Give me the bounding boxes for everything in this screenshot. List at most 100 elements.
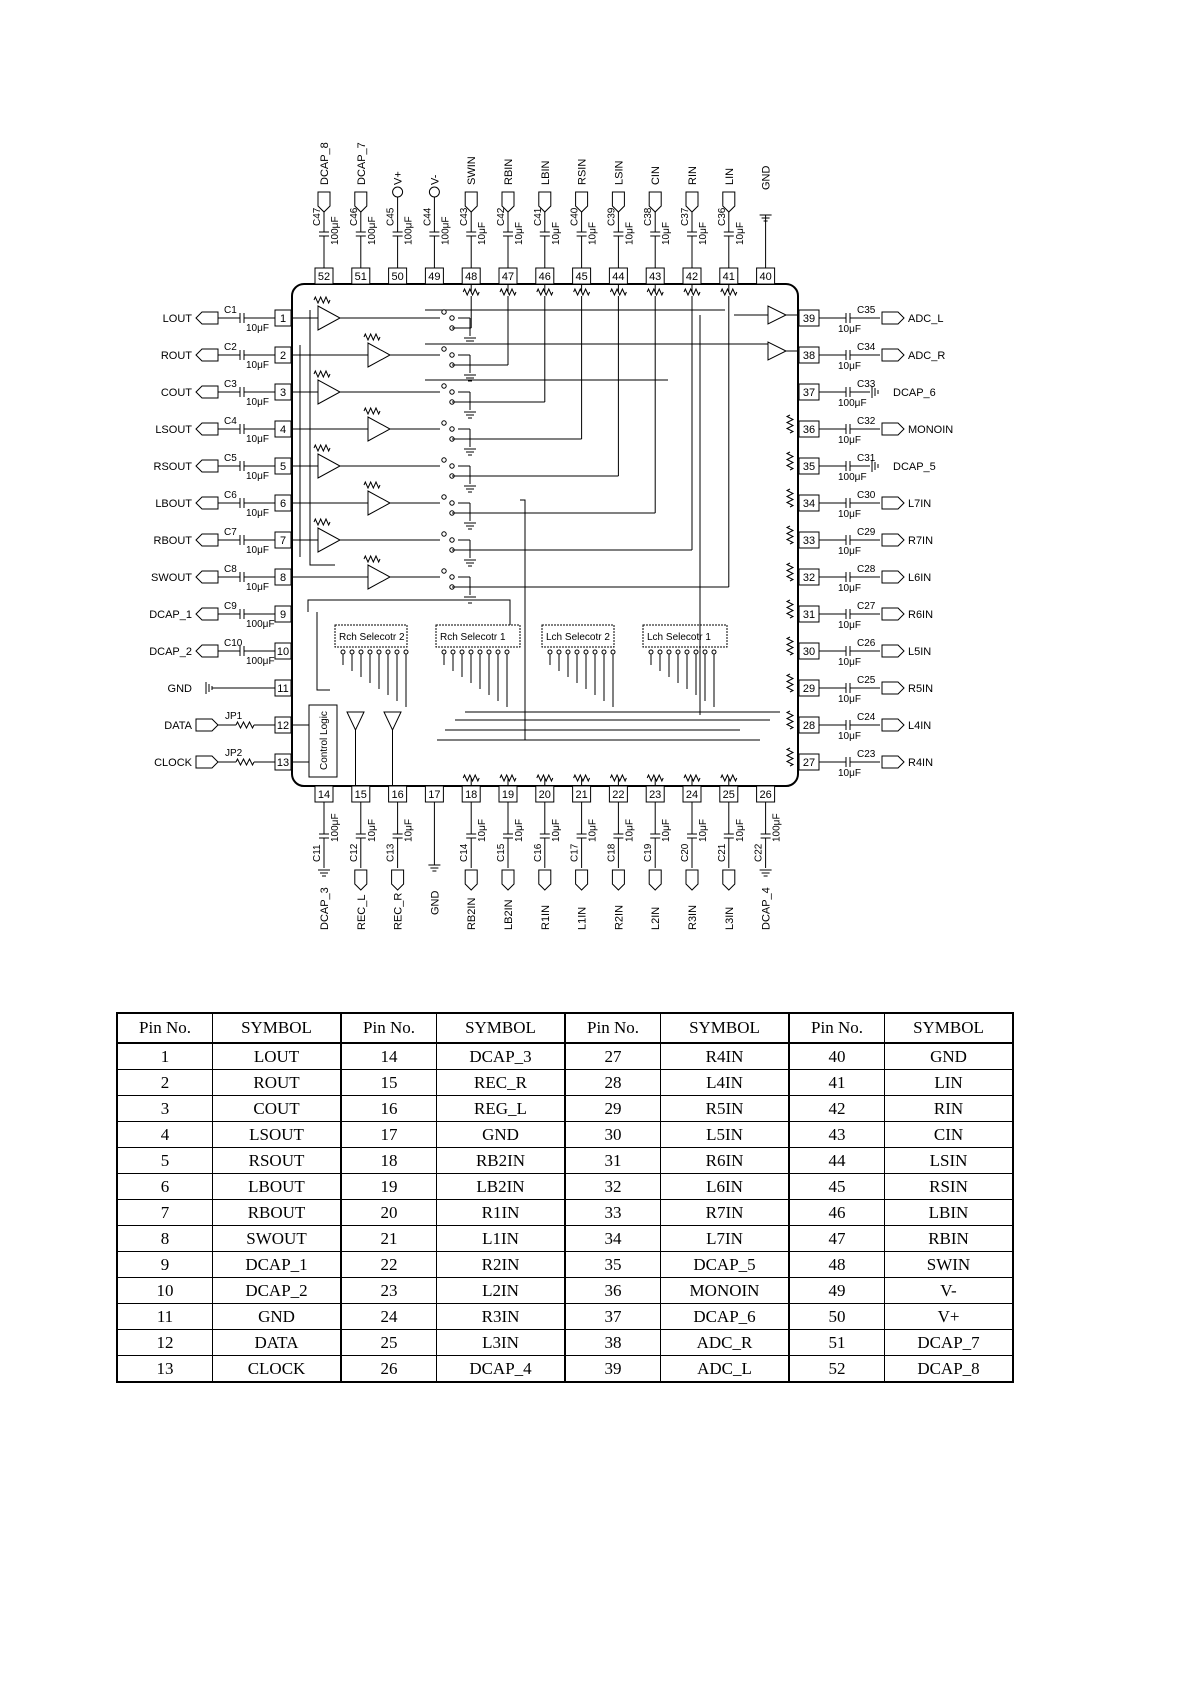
supply-terminal [392, 186, 404, 198]
net-label: DATA [164, 720, 192, 732]
table-cell-pin-no: 19 [340, 1173, 437, 1200]
component-label: C45 [386, 207, 397, 226]
table-cell-symbol: V+ [884, 1303, 1014, 1330]
switch-contact [449, 537, 455, 543]
connector-terminal [195, 533, 219, 547]
switch-contact [449, 352, 455, 358]
table-cell-pin-no: 2 [116, 1069, 213, 1096]
component-label: C33 [857, 379, 876, 390]
pin-number: 8 [280, 572, 286, 584]
pin-number: 20 [539, 789, 551, 801]
selector-tap [666, 649, 672, 655]
switch-contact [449, 463, 455, 469]
component-value: 10μF [735, 222, 746, 245]
pin-number: 15 [355, 789, 367, 801]
table-cell-pin-no: 26 [340, 1355, 437, 1383]
feedback-resistor [313, 295, 331, 305]
table-cell-pin-no: 24 [340, 1303, 437, 1330]
table-cell-pin-no: 25 [340, 1329, 437, 1356]
table-cell-symbol: DCAP_3 [436, 1042, 566, 1070]
net-label: R2IN [613, 905, 625, 930]
table-cell-pin-no: 10 [116, 1277, 213, 1304]
connector-terminal [685, 191, 699, 213]
component-label: C27 [857, 601, 876, 612]
connector-terminal [195, 755, 219, 769]
pin-number: 6 [280, 498, 286, 510]
table-cell-symbol: R7IN [660, 1199, 790, 1226]
connector-terminal [538, 191, 552, 213]
component-label: C41 [533, 207, 544, 226]
net-label: ADC_L [908, 313, 943, 325]
component-label: C32 [857, 416, 876, 427]
component-value: 10μF [477, 819, 488, 842]
table-cell-pin-no: 9 [116, 1251, 213, 1278]
net-label: GND [168, 683, 193, 695]
component-label: C40 [570, 207, 581, 226]
table-cell-symbol: GND [884, 1042, 1014, 1070]
net-label: V- [429, 174, 441, 185]
connector-terminal [195, 570, 219, 584]
feedback-resistor [363, 332, 381, 342]
net-label: GND [429, 891, 441, 916]
selector-tap [684, 649, 690, 655]
net-label: RBIN [503, 159, 515, 185]
net-label: R4IN [908, 757, 933, 769]
switch-contact [441, 383, 447, 389]
connector-terminal [881, 348, 905, 362]
connector-terminal [195, 311, 219, 325]
selector-tap [477, 649, 483, 655]
jumper-resistor [235, 720, 255, 730]
table-cell-symbol: REC_R [436, 1069, 566, 1096]
pin-number: 39 [803, 313, 815, 325]
pin-number: 52 [318, 271, 330, 283]
component-value: 10μF [551, 222, 562, 245]
component-value: 10μF [551, 819, 562, 842]
net-label: LBIN [540, 160, 552, 185]
input-resistor [785, 525, 795, 545]
switch-contact [449, 574, 455, 580]
table-cell-pin-no: 5 [116, 1147, 213, 1174]
component-value: 100μF [838, 472, 867, 483]
component-value: 10μF [838, 583, 861, 594]
feedback-resistor [363, 406, 381, 416]
pin-number: 35 [803, 461, 815, 473]
table-cell-pin-no: 14 [340, 1042, 437, 1070]
component-label: C23 [857, 749, 876, 760]
pin-number: 49 [428, 271, 440, 283]
net-label: LSIN [613, 160, 625, 185]
pin-number: 3 [280, 387, 286, 399]
net-label: L7IN [908, 498, 931, 510]
switch-contact [441, 531, 447, 537]
net-label: LOUT [163, 313, 193, 325]
connector-terminal [722, 191, 736, 213]
pin-number: 42 [686, 271, 698, 283]
table-cell-pin-no: 28 [564, 1069, 661, 1096]
table-cell-symbol: DCAP_7 [884, 1329, 1014, 1356]
component-label: C14 [459, 843, 470, 862]
component-value: 10μF [735, 819, 746, 842]
net-label: SWIN [466, 156, 478, 185]
component-value: 10μF [838, 694, 861, 705]
pin-number: 27 [803, 757, 815, 769]
connector-terminal [354, 191, 368, 213]
connector-terminal [195, 607, 219, 621]
selector-tap [648, 649, 654, 655]
net-label: RSIN [577, 159, 589, 185]
table-cell-symbol: SWIN [884, 1251, 1014, 1278]
connector-terminal [611, 191, 625, 213]
component-label: C47 [312, 207, 323, 226]
net-label: GND [761, 166, 773, 191]
net-label: DCAP_5 [893, 461, 936, 473]
table-header-row: Pin No. SYMBOL Pin No. SYMBOL Pin No. SY… [116, 1012, 1014, 1044]
selector-tap [675, 649, 681, 655]
component-label: C24 [857, 712, 876, 723]
net-label: DCAP_8 [319, 142, 331, 185]
input-resistor [785, 636, 795, 656]
pin-number: 22 [612, 789, 624, 801]
component-label: C12 [349, 843, 360, 862]
connector-terminal [881, 422, 905, 436]
